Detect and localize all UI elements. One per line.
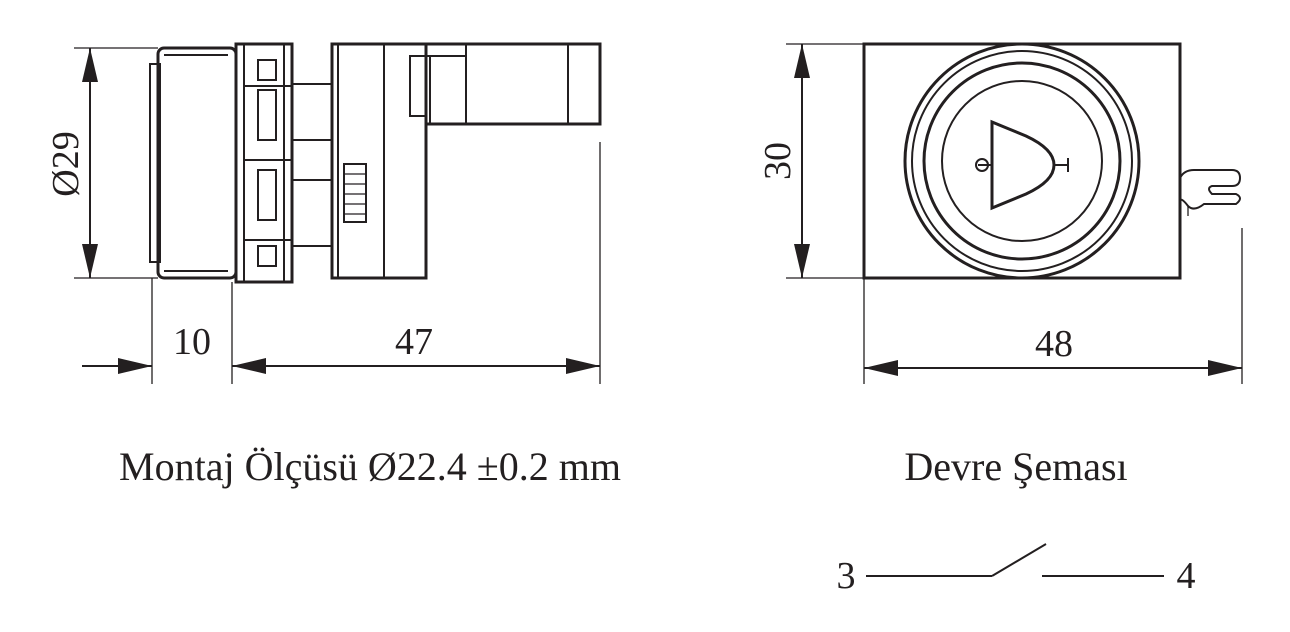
bell-icon [975,119,1069,211]
side-view: Ø29 10 47 Montaj Ölçüsü Ø22.4 ±0.2 mm [45,42,621,489]
dimension-width: 48 [864,323,1242,376]
circuit-diagram: Devre Şeması 3 4 [837,444,1196,597]
depth-front-label: 10 [173,321,211,363]
circuit-switch-contact [991,543,1047,577]
width-label: 48 [1035,323,1073,365]
dimension-height: 30 [757,44,810,278]
circuit-caption: Devre Şeması [904,444,1127,489]
height-label: 30 [757,142,799,180]
terminal-right-label: 4 [1177,555,1196,597]
dimension-diameter: Ø29 [45,48,98,278]
side-view-mounting-nut [234,42,294,284]
dimension-depth: 10 47 [82,321,600,374]
depth-body-label: 47 [395,321,433,363]
mounting-caption: Montaj Ölçüsü Ø22.4 ±0.2 mm [119,444,621,489]
terminal-left-label: 3 [837,555,856,597]
side-view-lens-cap [149,46,238,280]
side-view-body [330,42,428,280]
front-view-lens [903,42,1141,280]
diameter-label: Ø29 [45,131,87,196]
front-view-terminal-tab [1179,169,1242,210]
side-view-neck [291,83,333,247]
front-view: 30 48 [757,42,1243,384]
side-view-contact-block [409,42,602,126]
